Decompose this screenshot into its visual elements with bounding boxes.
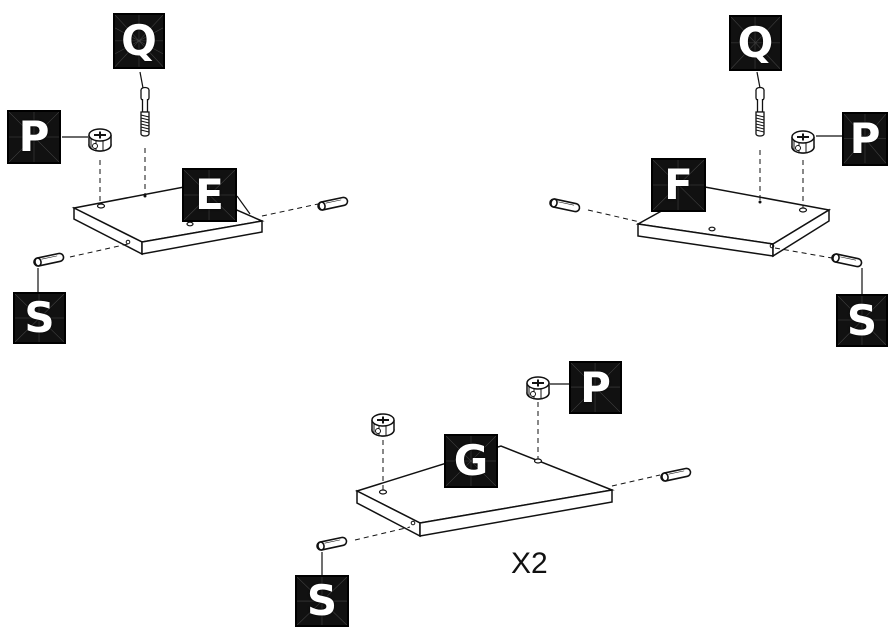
cam-bolt-icon	[140, 86, 150, 137]
guide-lines-g	[354, 402, 661, 541]
cam-bolt-icon	[755, 86, 765, 137]
part-label-s-bottom: S	[295, 575, 349, 627]
wooden-dowel-icon	[316, 195, 350, 212]
part-label-p-right: P	[842, 112, 888, 166]
guide-lines-f	[587, 150, 833, 259]
part-label-s-left: S	[13, 292, 66, 344]
part-label-g: G	[444, 434, 498, 488]
assembly-panel-g	[315, 376, 693, 576]
cam-lock-fitting-icon	[791, 130, 815, 154]
cam-lock-fitting-icon	[526, 376, 550, 400]
guide-lines-e	[69, 148, 319, 258]
wooden-dowel-icon	[659, 466, 693, 483]
cam-lock-fitting-icon	[88, 128, 112, 152]
part-label-f: F	[651, 158, 706, 212]
wooden-dowel-icon	[32, 251, 66, 268]
cam-lock-fitting-icon	[371, 413, 395, 437]
part-label-p-bottom: P	[569, 361, 622, 414]
wooden-dowel-icon	[548, 197, 582, 214]
part-label-p-left: P	[7, 110, 61, 164]
quantity-multiplier: X2	[511, 547, 548, 580]
part-label-s-right: S	[836, 294, 888, 347]
part-label-e: E	[182, 168, 237, 222]
wooden-dowel-icon	[315, 535, 349, 552]
part-label-q-right: Q	[729, 15, 782, 71]
wooden-dowel-icon	[830, 252, 864, 269]
part-label-q-left: Q	[113, 13, 165, 69]
